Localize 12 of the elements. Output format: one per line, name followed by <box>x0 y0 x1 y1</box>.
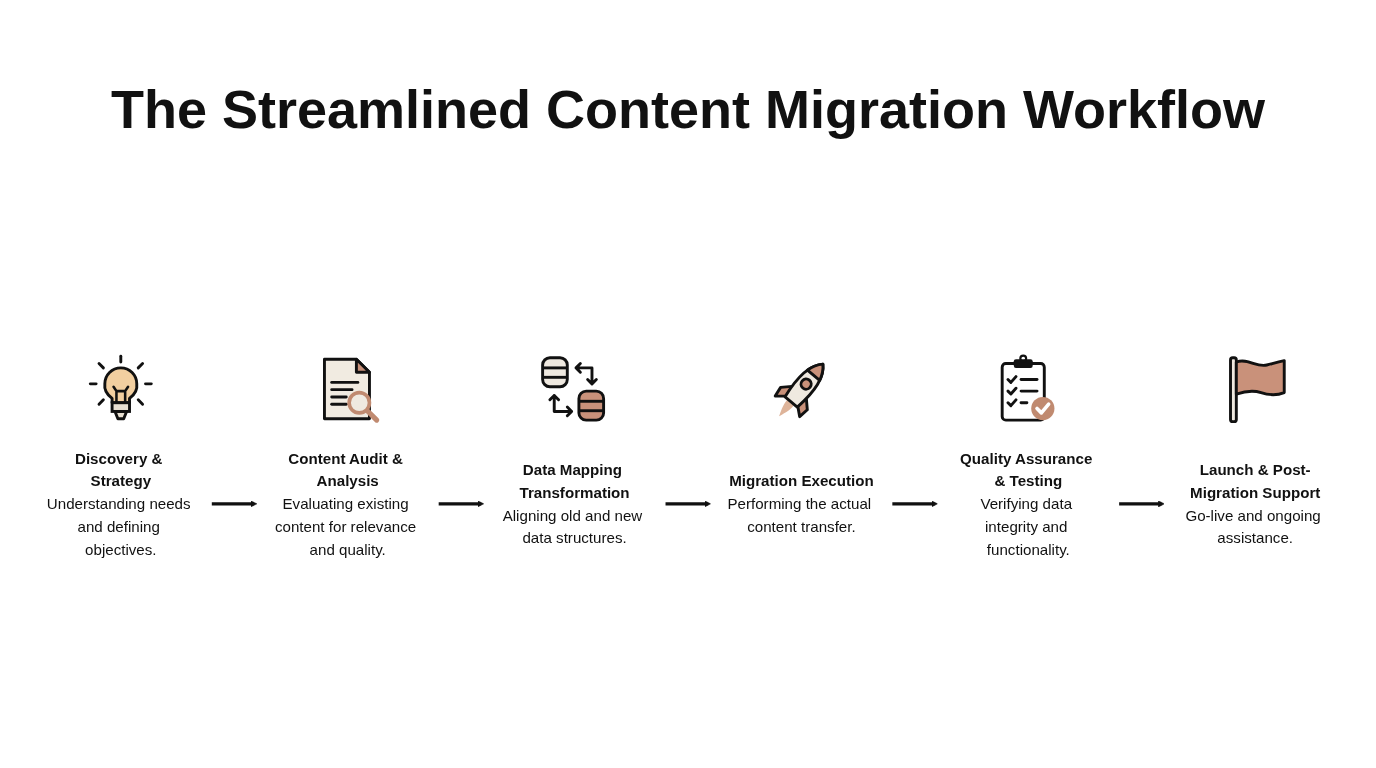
node-text: Migration Execution Performing the actual content transfer. <box>727 472 874 535</box>
arrow <box>1119 500 1165 508</box>
node-text: Launch & Post-Migration Support Go-live and ongoing assistance. <box>1185 461 1321 547</box>
diagram-title: The Streamlined Content Migration Workflow <box>110 79 1265 139</box>
node-text: Content Audit & Analysis Evaluating existing content for relevance and quality. <box>274 450 417 558</box>
node-text: Quality Assurance & Testing Verifying data integrity and functionality. <box>960 450 1093 558</box>
arrow <box>665 500 711 508</box>
arrow <box>211 500 258 508</box>
node-text: Data Mapping Transformation Aligning old and new data structures. <box>502 461 643 547</box>
arrow <box>438 500 485 508</box>
arrow <box>892 500 938 508</box>
node-text: Discovery & Strategy Understanding needs and defining objectives. <box>46 450 191 558</box>
